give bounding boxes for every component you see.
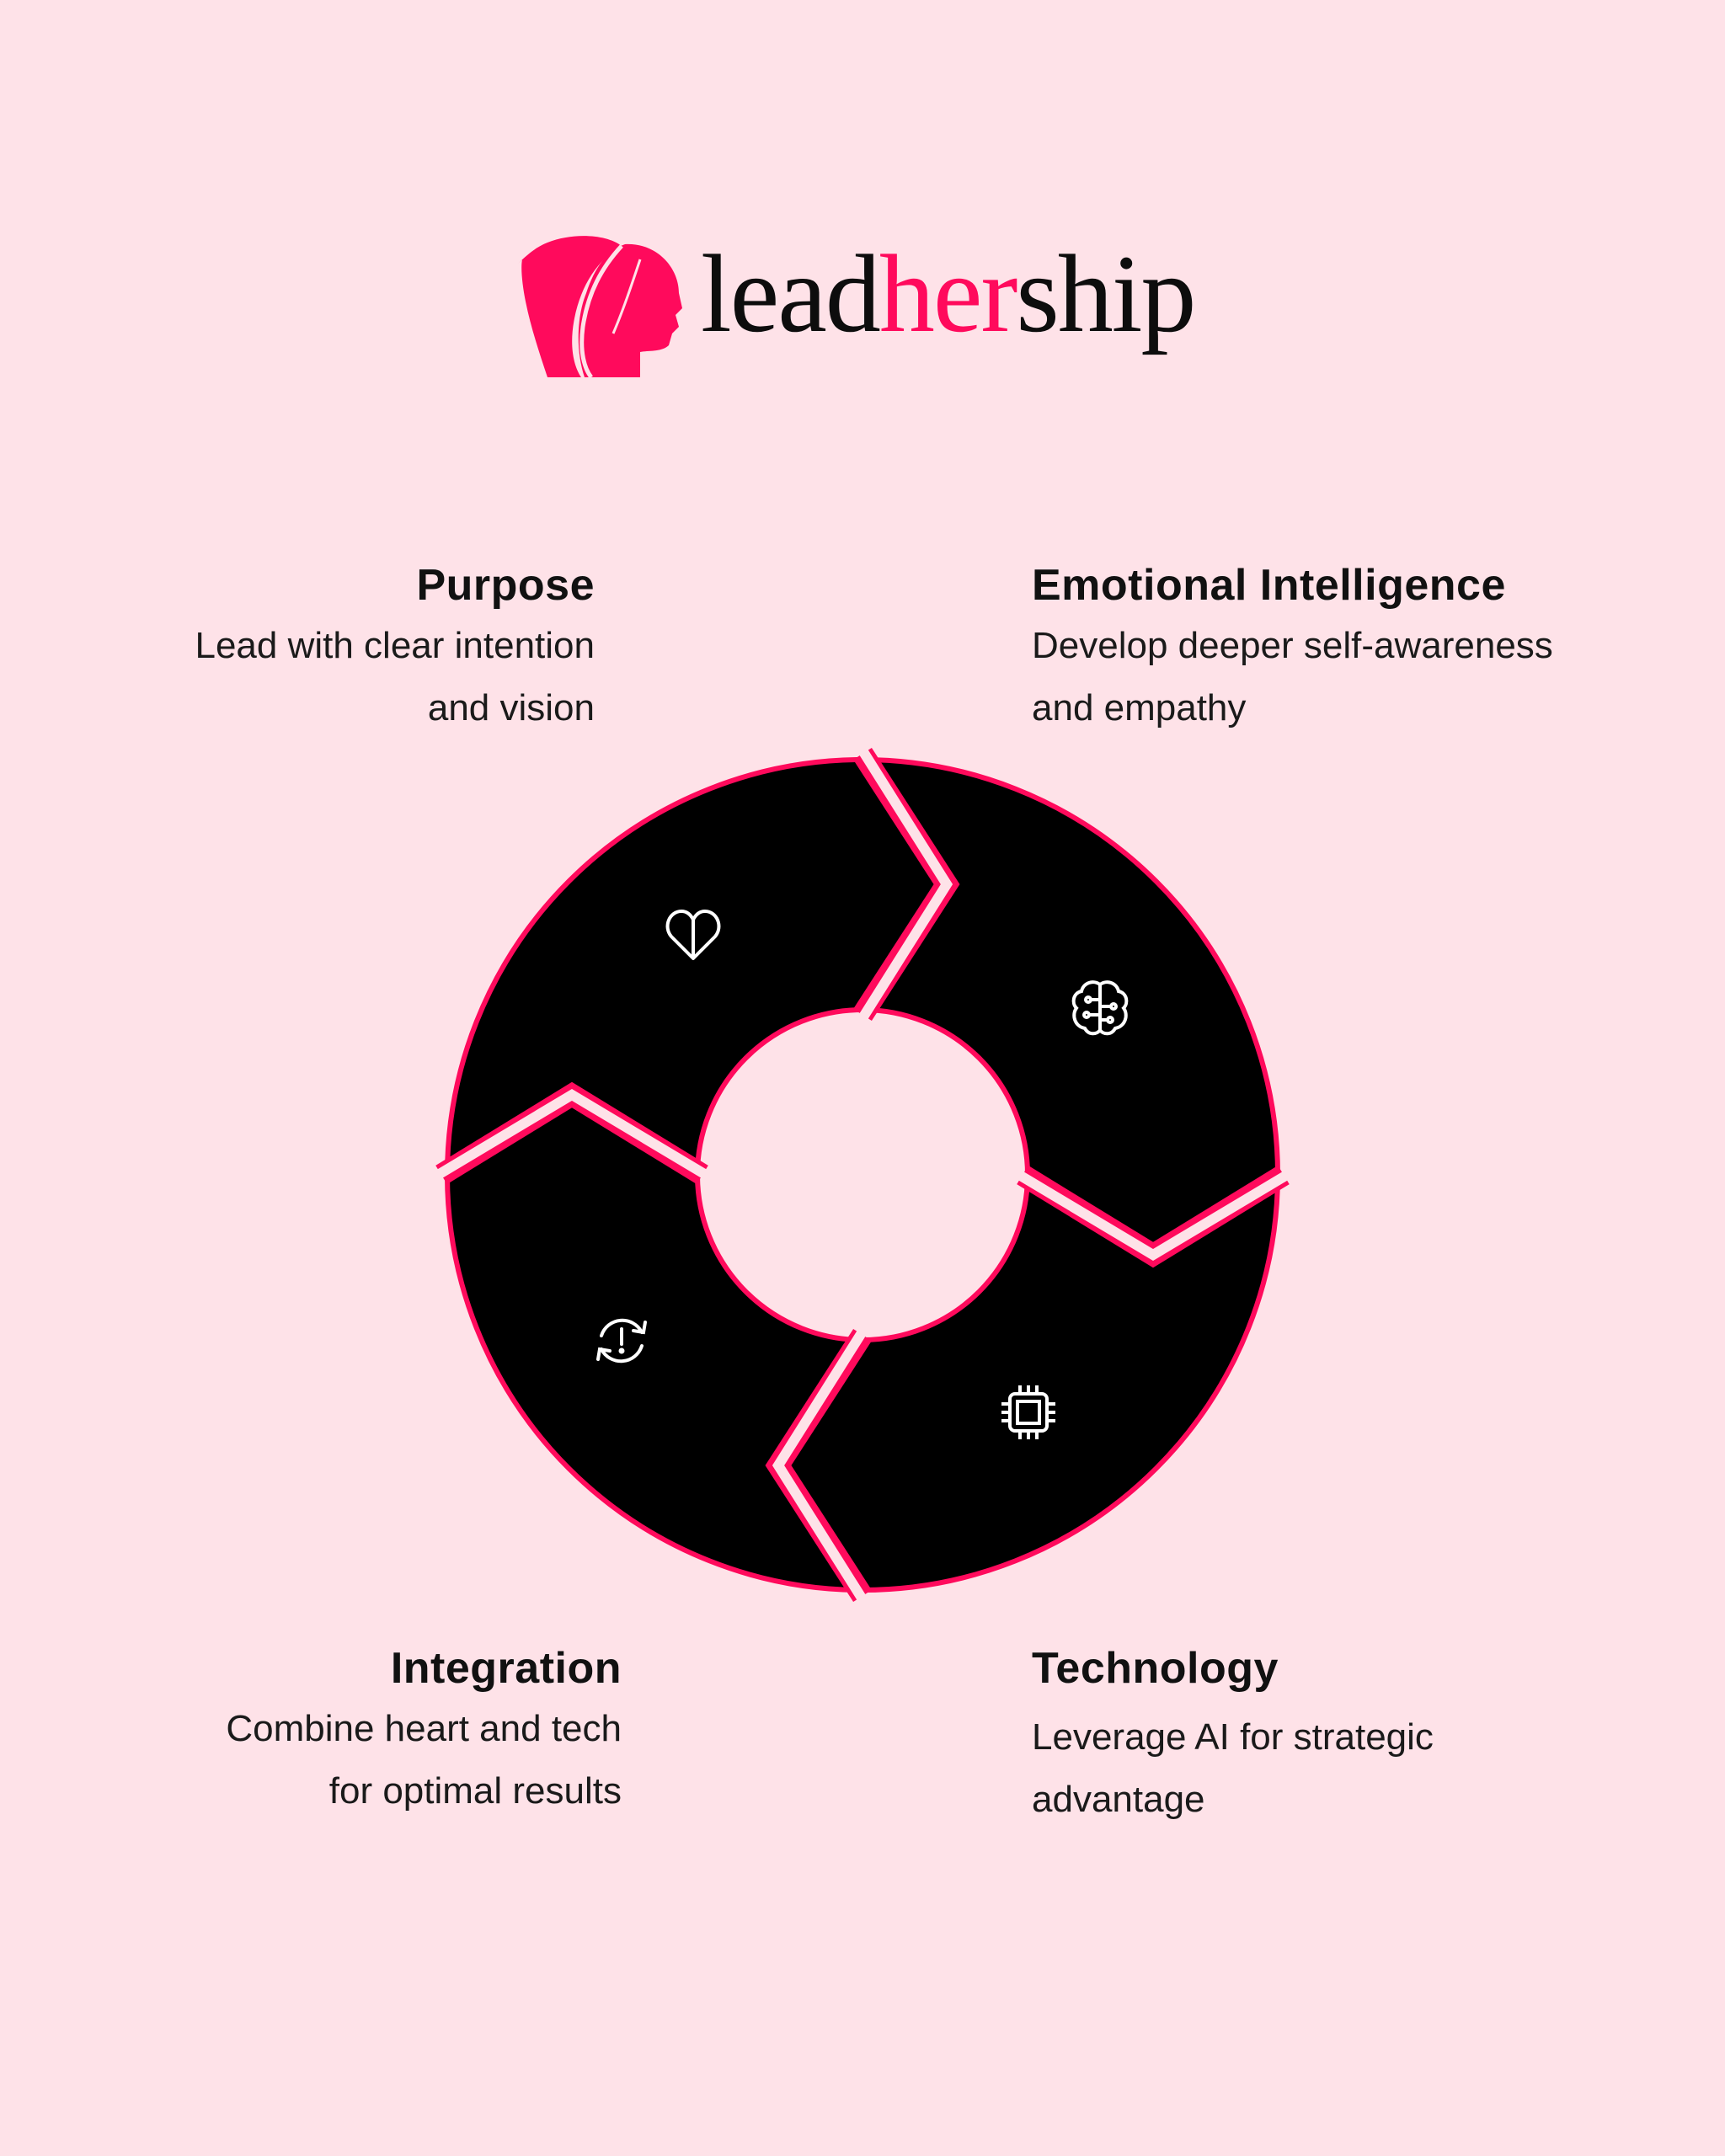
technology-line-2: advantage bbox=[1032, 1779, 1205, 1820]
brain-icon bbox=[1071, 980, 1129, 1036]
brand-wordmark: leadhership bbox=[701, 232, 1196, 355]
women-faces-logo-icon bbox=[517, 236, 682, 379]
integration-line-2: for optimal results bbox=[328, 1770, 622, 1812]
integration-description: Integration Combine heart and tech for o… bbox=[83, 1639, 622, 1822]
integration-line-1: Combine heart and tech bbox=[226, 1708, 622, 1749]
chip-icon bbox=[1001, 1385, 1055, 1439]
emotional-intelligence-description: Emotional Intelligence Develop deeper se… bbox=[1032, 556, 1672, 739]
donut-ring bbox=[445, 756, 1280, 1593]
emotional-intelligence-line-2: and empathy bbox=[1032, 687, 1247, 728]
technology-description: Technology Leverage AI for strategic adv… bbox=[1032, 1639, 1571, 1831]
heart-icon bbox=[665, 910, 721, 960]
purpose-description: Purpose Lead with clear intention and vi… bbox=[56, 556, 595, 739]
integration-title: Integration bbox=[390, 1644, 622, 1693]
emotional-intelligence-title: Emotional Intelligence bbox=[1032, 561, 1506, 610]
segment-dividers bbox=[435, 747, 1290, 1603]
technology-title: Technology bbox=[1032, 1644, 1279, 1693]
technology-line-1: Leverage AI for strategic bbox=[1032, 1716, 1434, 1758]
purpose-line-2: and vision bbox=[427, 687, 595, 728]
emotional-intelligence-line-1: Develop deeper self-awareness bbox=[1032, 625, 1553, 666]
refresh-alert-icon bbox=[596, 1318, 647, 1364]
purpose-line-1: Lead with clear intention bbox=[195, 625, 595, 666]
purpose-title: Purpose bbox=[416, 561, 595, 610]
brand-logo: leadhership bbox=[514, 232, 1289, 386]
